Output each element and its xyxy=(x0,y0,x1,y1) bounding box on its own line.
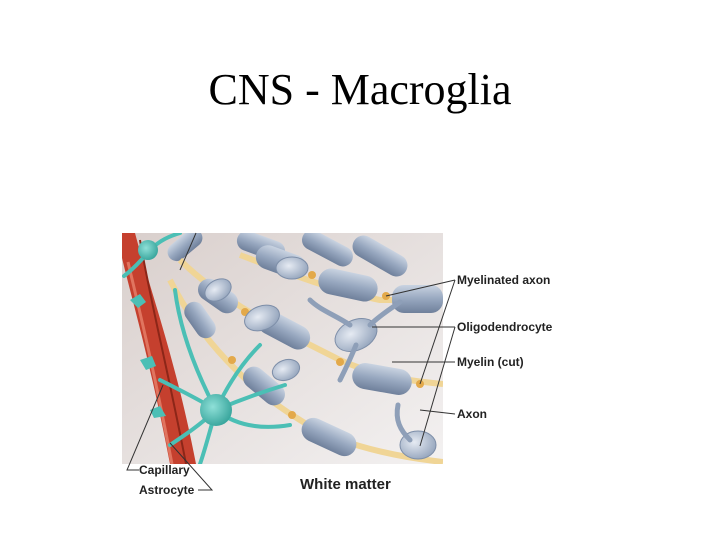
label-myelinated-axon: Myelinated axon xyxy=(457,273,551,287)
astrocyte-cell xyxy=(122,233,292,464)
label-oligodendrocyte: Oligodendrocyte xyxy=(457,320,553,334)
label-axon: Axon xyxy=(457,407,487,421)
capillary-vessel xyxy=(122,233,196,464)
label-myelin-cut: Myelin (cut) xyxy=(457,355,524,369)
axon-lower xyxy=(167,278,443,464)
label-astrocyte: Astrocyte xyxy=(139,483,195,497)
slide-title: CNS - Macroglia xyxy=(208,65,512,114)
oligodendrocyte-cells xyxy=(204,256,437,460)
leader-lines xyxy=(126,232,456,491)
label-capillary: Capillary xyxy=(139,463,190,477)
label-white-matter: White matter xyxy=(300,476,391,493)
oligodendrocyte-processes xyxy=(307,297,413,443)
